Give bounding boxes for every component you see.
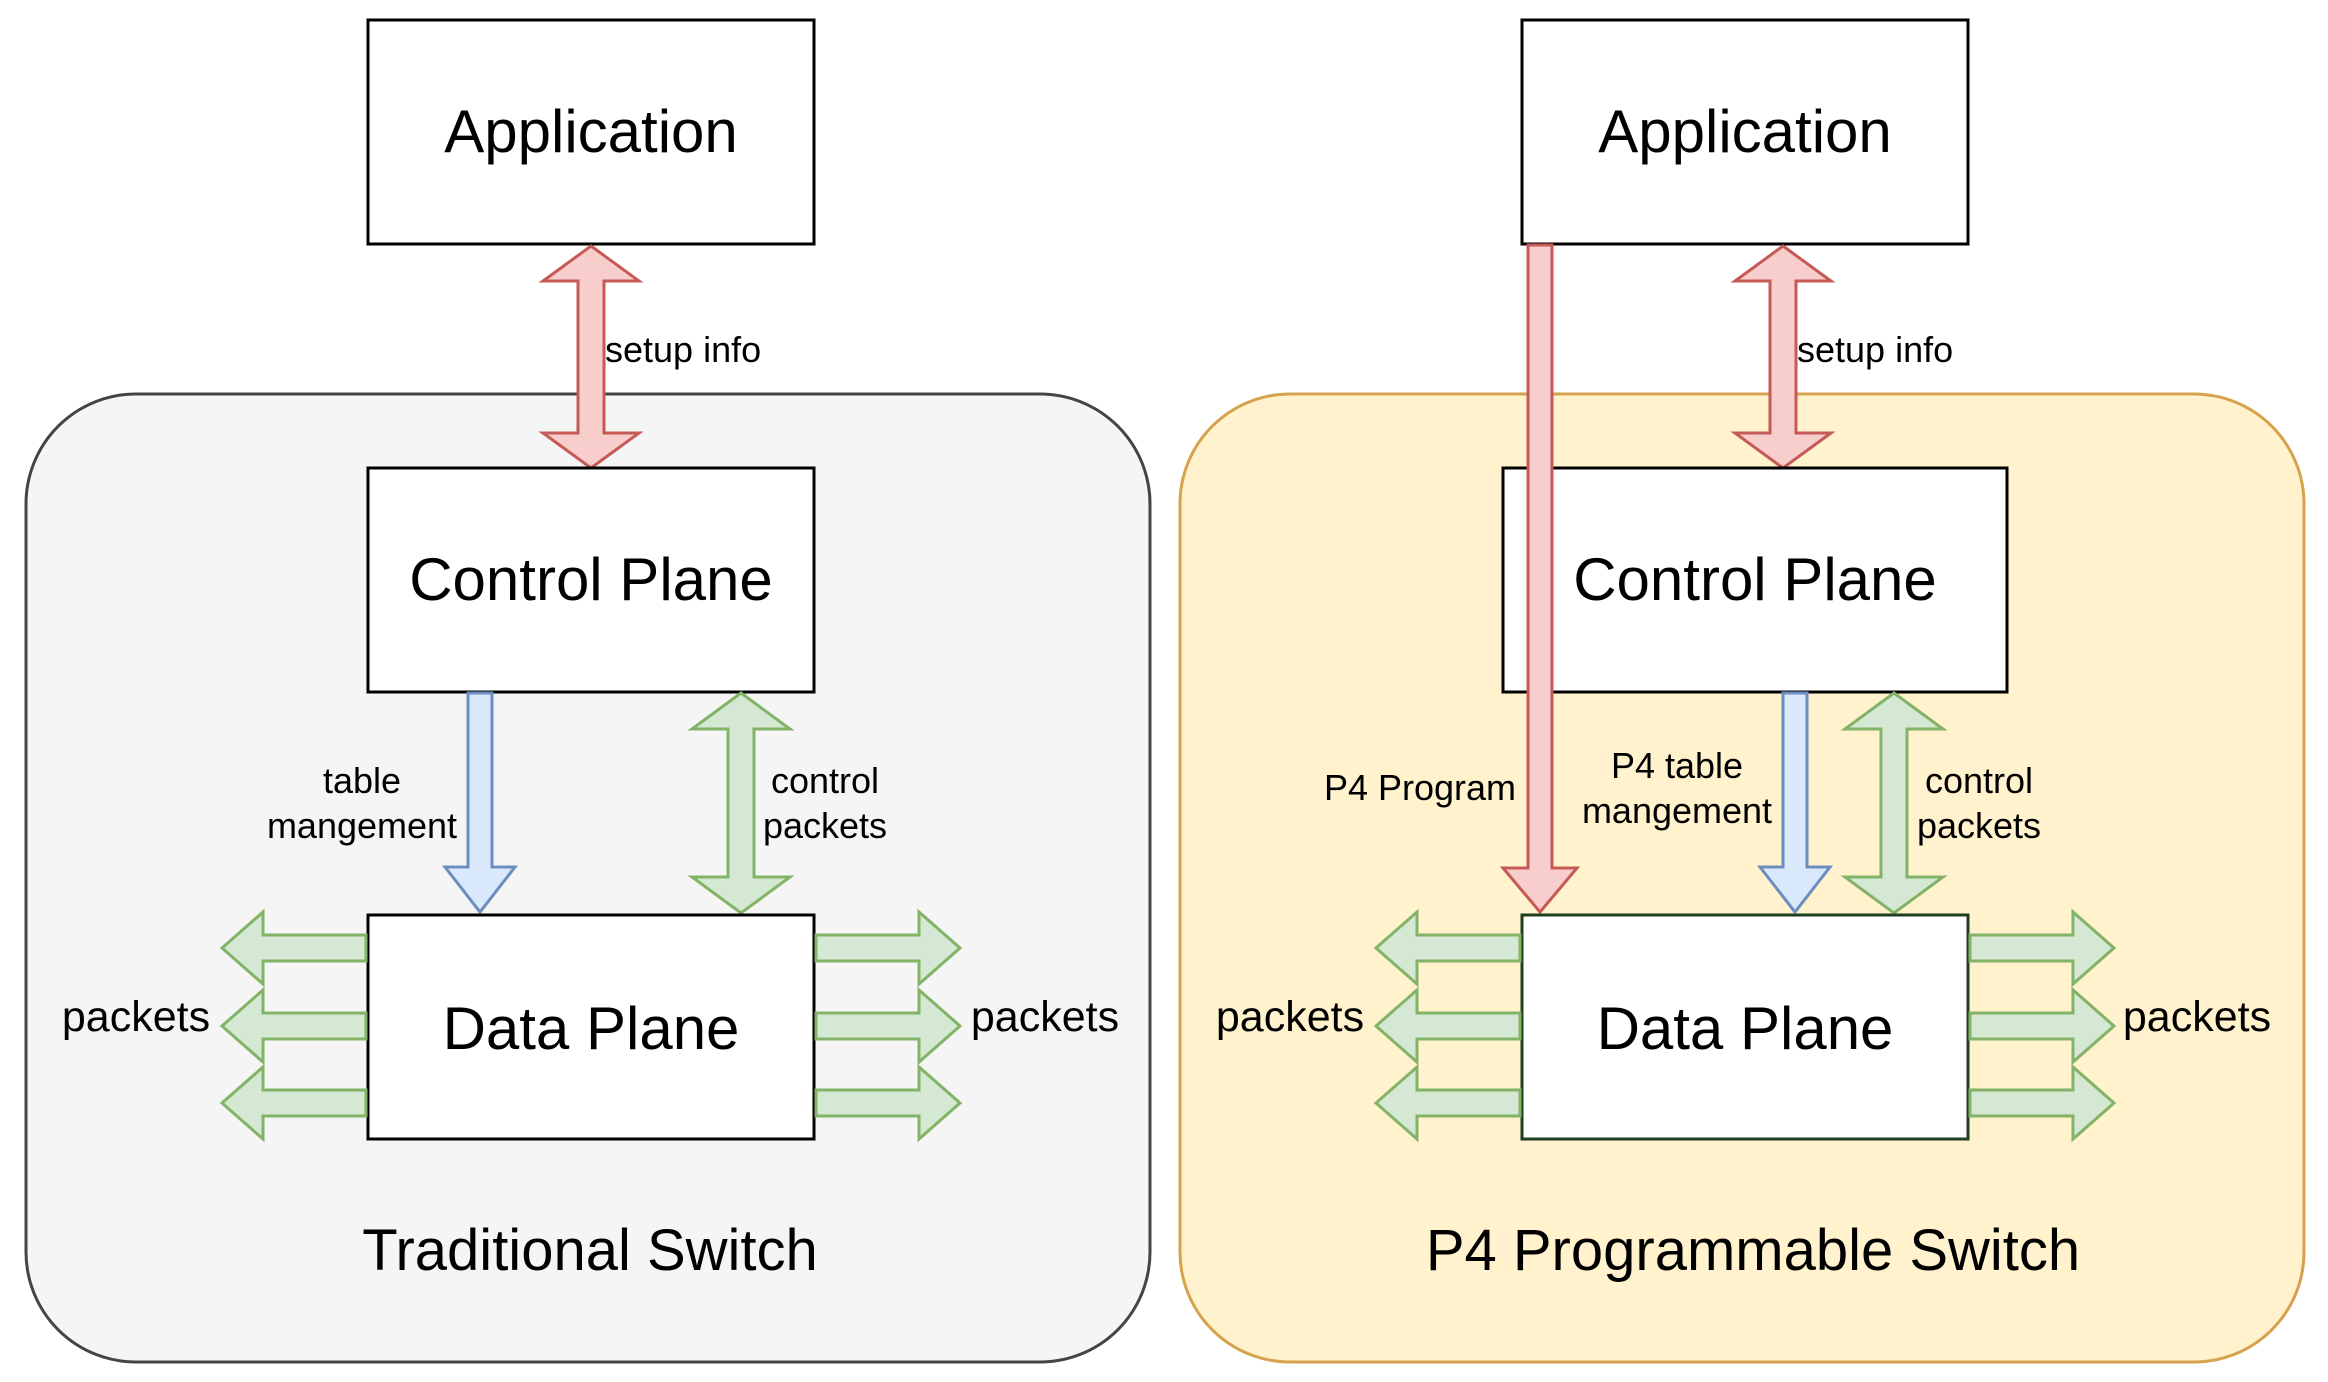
right-packets-label-in: packets — [1216, 993, 1364, 1041]
right-packets-label-out: packets — [2123, 993, 2271, 1041]
left-packet-arrow-out — [814, 908, 963, 988]
right-packet-arrow-in — [1373, 908, 1522, 988]
right-packet-arrow-out — [1968, 908, 2117, 988]
right-control-plane-label: Control Plane — [1573, 546, 1937, 613]
right-data-plane-label: Data Plane — [1597, 995, 1894, 1062]
right-table-label-2: mangement — [1582, 790, 1772, 831]
right-packet-arrow-out — [1968, 986, 2117, 1066]
right-control-label-2: packets — [1917, 805, 2041, 846]
left-packet-arrow-out — [814, 986, 963, 1066]
left-application-label: Application — [444, 98, 738, 165]
right-control-label-1: control — [1925, 760, 2033, 801]
left-packet-arrow-out — [814, 1063, 963, 1143]
left-control-packets-arrow — [687, 691, 795, 915]
left-application-box: Application — [366, 18, 816, 246]
left-packet-arrow-in — [219, 986, 368, 1066]
right-data-plane-box: Data Plane — [1520, 913, 1970, 1141]
right-control-packets-arrow — [1840, 691, 1948, 915]
left-packet-arrow-in — [219, 1063, 368, 1143]
left-table-management-arrow — [441, 691, 519, 915]
left-table-label-2: mangement — [267, 805, 457, 846]
left-control-plane-label: Control Plane — [409, 546, 773, 613]
left-data-plane-box: Data Plane — [366, 913, 816, 1141]
left-packet-arrow-in — [219, 908, 368, 988]
right-control-plane-box: Control Plane — [1501, 466, 2009, 694]
right-packet-arrow-in — [1373, 986, 1522, 1066]
right-application-box: Application — [1520, 18, 1970, 246]
right-packet-arrow-in — [1373, 1063, 1522, 1143]
left-control-label-2: packets — [763, 805, 887, 846]
right-p4-program-arrow — [1499, 243, 1581, 915]
left-table-label-1: table — [323, 760, 401, 801]
right-application-label: Application — [1598, 98, 1892, 165]
right-packet-arrow-out — [1968, 1063, 2117, 1143]
right-table-management-arrow — [1756, 691, 1834, 915]
right-p4-program-label: P4 Program — [1324, 767, 1516, 808]
p4-switch-title: P4 Programmable Switch — [1426, 1218, 2080, 1283]
right-setup-info-label: setup info — [1797, 329, 1953, 370]
traditional-switch-title: Traditional Switch — [362, 1218, 818, 1283]
left-data-plane-label: Data Plane — [443, 995, 740, 1062]
left-setup-info-label: setup info — [605, 329, 761, 370]
left-packets-label-out: packets — [971, 993, 1119, 1041]
left-control-label-1: control — [771, 760, 879, 801]
left-control-plane-box: Control Plane — [366, 466, 816, 694]
left-packets-label-in: packets — [62, 993, 210, 1041]
p4-switch-container — [1178, 392, 2306, 1364]
right-table-label-1: P4 table — [1611, 745, 1743, 786]
